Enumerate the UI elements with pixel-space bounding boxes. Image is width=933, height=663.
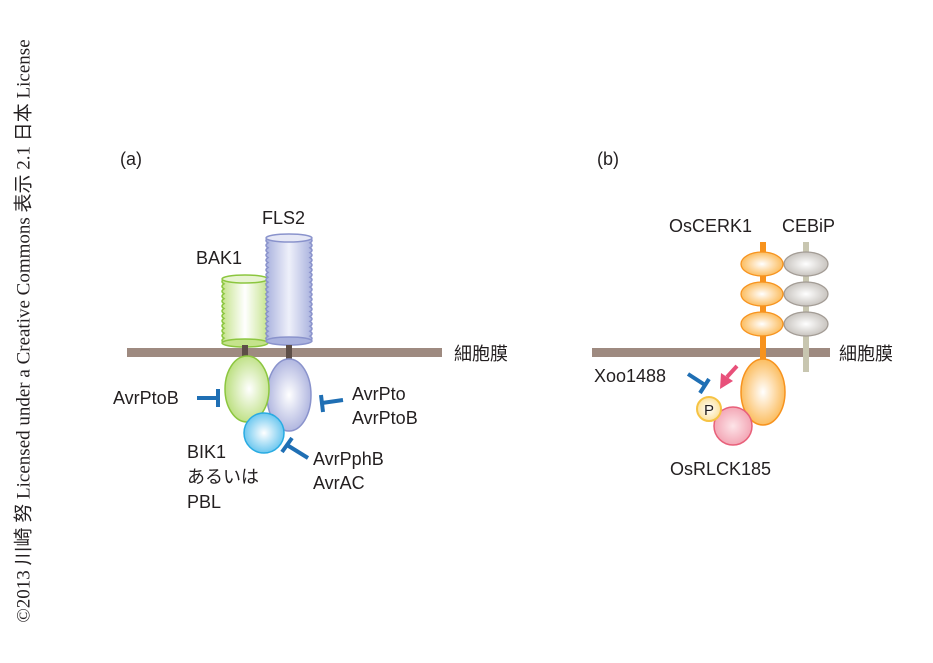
cell-membrane-a bbox=[127, 348, 442, 357]
cell-membrane-b bbox=[592, 348, 830, 357]
bak1-kinase-domain bbox=[224, 355, 270, 423]
bak1-extracellular-domain bbox=[221, 274, 269, 348]
inhibition-avrpto-fls2 bbox=[319, 394, 344, 413]
membrane-label-a: 細胞膜 bbox=[454, 344, 508, 364]
panel-a-label: (a) bbox=[120, 149, 142, 169]
cebip-label: CEBiP bbox=[782, 216, 835, 236]
bik1-label: BIK1 bbox=[187, 442, 226, 462]
panel-a: (a) BAK1 FLS2 細胞膜 bbox=[113, 149, 508, 512]
effector-avrac: AvrAC bbox=[313, 473, 365, 493]
oscerk1-label: OsCERK1 bbox=[669, 216, 752, 236]
pbl-label: PBL bbox=[187, 492, 221, 512]
osrlck185-label: OsRLCK185 bbox=[670, 459, 771, 479]
fls2-label: FLS2 bbox=[262, 208, 305, 228]
inhibition-avrphb-bik1 bbox=[280, 436, 310, 460]
activation-arrow bbox=[720, 364, 739, 389]
effector-avrptob-right: AvrPtoB bbox=[352, 408, 418, 428]
effector-xoo1488: Xoo1488 bbox=[594, 366, 666, 386]
oscerk1-stalk bbox=[760, 242, 766, 372]
inhibition-xoo1488 bbox=[686, 372, 711, 395]
bak1-label: BAK1 bbox=[196, 248, 242, 268]
bik1-or-label: あるいは bbox=[187, 467, 259, 487]
phospho-label: P bbox=[704, 402, 714, 419]
oscerk1-kinase-domain bbox=[740, 358, 786, 426]
panel-b: (b) OsCERK1 CEBiP 細胞膜 P bbox=[592, 149, 893, 479]
inhibition-avrptob-bak1 bbox=[197, 389, 220, 407]
cebip-stalk bbox=[803, 242, 809, 372]
effector-avrptob-left: AvrPtoB bbox=[113, 388, 179, 408]
cebip-lysm-domains bbox=[783, 251, 829, 337]
membrane-label-b: 細胞膜 bbox=[839, 344, 893, 364]
osrlck185 bbox=[713, 406, 753, 446]
fls2-extracellular-domain bbox=[265, 233, 313, 346]
panel-b-label: (b) bbox=[597, 149, 619, 169]
effector-avrpto: AvrPto bbox=[352, 384, 406, 404]
oscerk1-lysm-domains bbox=[740, 251, 784, 337]
effector-avrpphb: AvrPphB bbox=[313, 449, 384, 469]
bik1-kinase bbox=[243, 412, 285, 454]
phosphorylation-marker: P bbox=[696, 396, 722, 422]
